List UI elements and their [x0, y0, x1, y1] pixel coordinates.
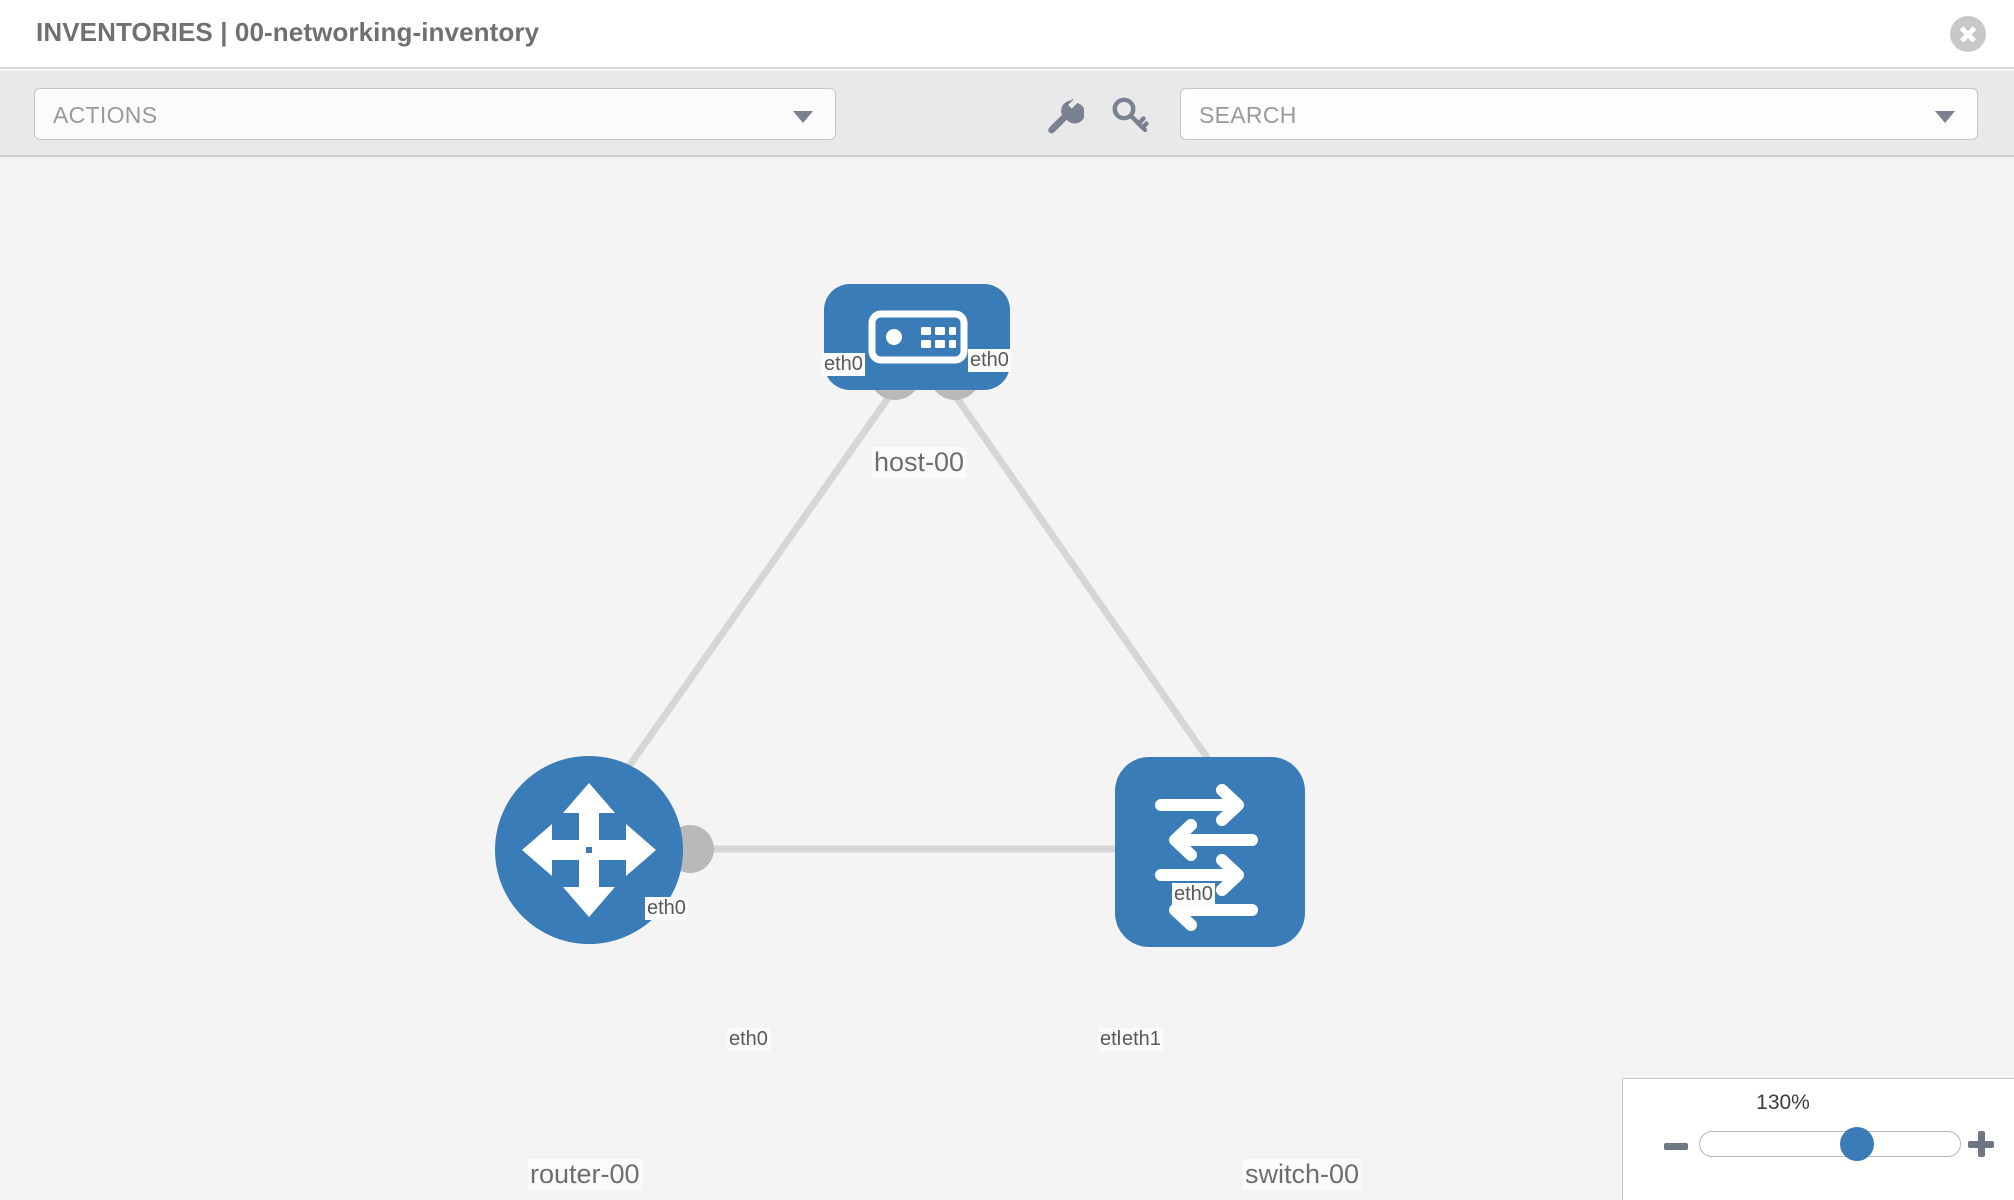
port-label-switch-up: eth0: [1172, 883, 1215, 906]
search-placeholder: SEARCH: [1199, 102, 1297, 128]
node-label-router-00: router-00: [528, 1159, 642, 1190]
zoom-slider[interactable]: [1699, 1127, 1961, 1161]
search-input[interactable]: SEARCH: [1180, 88, 1978, 140]
node-host-00[interactable]: [824, 284, 1010, 390]
page-header: INVENTORIES | 00-networking-inventory: [0, 0, 2014, 69]
zoom-control-panel: 130%: [1622, 1078, 2014, 1200]
node-label-switch-00: switch-00: [1243, 1159, 1362, 1190]
link-host-switch: [948, 387, 1226, 783]
topology-canvas[interactable]: eth0 eth0 eth0 eth0 eth0 eth0 eth1 host-…: [0, 159, 2014, 1200]
key-icon[interactable]: [1108, 93, 1152, 137]
port-label-switch-left-front: eth1: [1120, 1028, 1163, 1051]
port-label-host-left: eth0: [822, 353, 865, 376]
page-title: INVENTORIES | 00-networking-inventory: [36, 17, 540, 47]
link-host-router: [616, 387, 897, 783]
node-label-host-00: host-00: [872, 447, 967, 478]
wrench-icon[interactable]: [1040, 93, 1086, 137]
port-label-router-right: eth0: [727, 1028, 770, 1051]
close-icon[interactable]: [1950, 16, 1986, 52]
zoom-out-button[interactable]: [1664, 1143, 1688, 1150]
toolbar: ACTIONS SEARCH: [0, 71, 2014, 157]
chevron-down-icon[interactable]: [1935, 111, 1955, 123]
port-label-router-up: eth0: [645, 897, 688, 920]
topology-graph: [495, 284, 1305, 947]
actions-dropdown-label: ACTIONS: [53, 102, 158, 128]
zoom-in-button[interactable]: [1968, 1131, 1994, 1157]
node-router-00[interactable]: [495, 756, 683, 944]
actions-dropdown[interactable]: ACTIONS: [34, 88, 836, 140]
chevron-down-icon: [793, 111, 813, 123]
node-switch-00[interactable]: [1115, 757, 1305, 947]
port-label-host-right: eth0: [968, 349, 1011, 372]
zoom-percent-label: 130%: [1756, 1091, 1810, 1114]
zoom-slider-thumb[interactable]: [1840, 1127, 1875, 1161]
